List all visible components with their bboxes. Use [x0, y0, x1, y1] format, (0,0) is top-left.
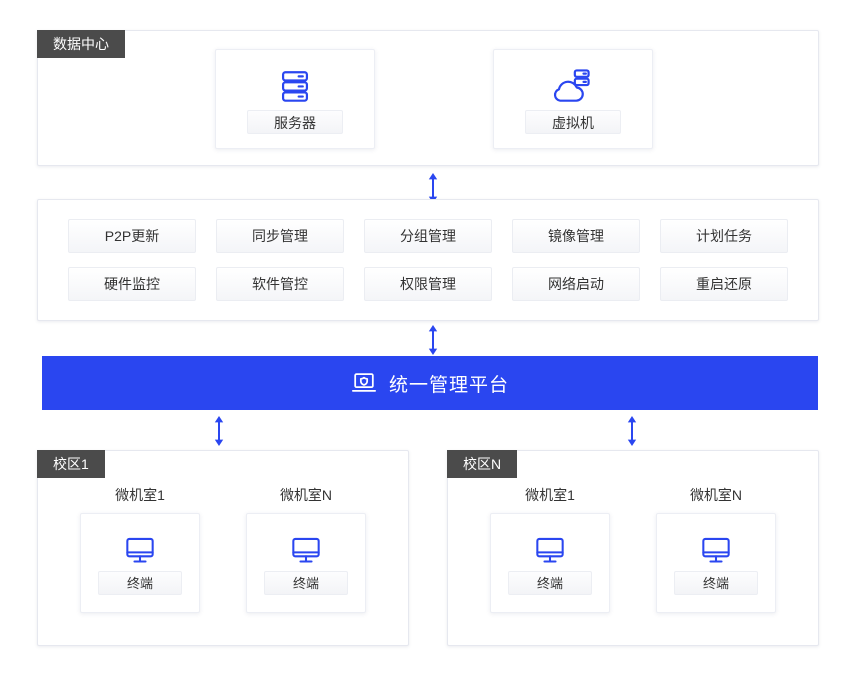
campus-1-room-1-label: 终端	[98, 571, 182, 595]
feature-tag-image-management[interactable]: 镜像管理	[512, 219, 640, 253]
campus-1-room-1-title: 微机室1	[115, 487, 165, 503]
data-center-card-virtual-machine[interactable]: 虚拟机	[493, 49, 653, 149]
platform-title: 统一管理平台	[388, 374, 509, 396]
campus-1-room-1: 微机室1 终端	[80, 485, 200, 613]
campus-n-room-1-title: 微机室1	[525, 487, 575, 503]
feature-row-1: P2P更新 同步管理 分组管理 镜像管理 计划任务	[68, 219, 788, 253]
unified-management-platform-bar[interactable]: 统一管理平台	[42, 356, 818, 410]
campus-n-room-n: 微机室N 终端	[656, 485, 776, 613]
campus-1-panel: 校区1 微机室1 终端 微机室N	[37, 450, 409, 646]
feature-tag-group-management[interactable]: 分组管理	[364, 219, 492, 253]
monitor-icon	[287, 531, 325, 569]
virtual-machine-cloud-icon	[551, 64, 595, 108]
connector-platform-to-campus-n-icon	[624, 414, 640, 448]
campus-n-room-1-label: 终端	[508, 571, 592, 595]
campus-n-room-1-card[interactable]: 终端	[490, 513, 610, 613]
laptop-shield-icon	[351, 370, 377, 396]
campus-n-panel: 校区N 微机室1 终端 微机室N	[447, 450, 819, 646]
campus-n-room-n-title: 微机室N	[689, 487, 743, 503]
feature-tag-scheduled-task[interactable]: 计划任务	[660, 219, 788, 253]
server-card-label: 服务器	[247, 110, 343, 134]
campus-n-room-1: 微机室1 终端	[490, 485, 610, 613]
campus-n-chip-label: 校区N	[447, 450, 518, 478]
data-center-card-server[interactable]: 服务器	[215, 49, 375, 149]
campus-1-rooms: 微机室1 终端 微机室N	[38, 485, 408, 613]
data-center-chip-label: 数据中心	[37, 30, 125, 58]
campus-1-room-n: 微机室N 终端	[246, 485, 366, 613]
server-icon	[273, 64, 317, 108]
campus-1-room-1-card[interactable]: 终端	[80, 513, 200, 613]
feature-grid-panel: P2P更新 同步管理 分组管理 镜像管理 计划任务 硬件监控 软件管控 权限管理…	[37, 199, 819, 321]
campus-1-chip-label: 校区1	[37, 450, 105, 478]
feature-tag-software-control[interactable]: 软件管控	[216, 267, 344, 301]
campus-n-room-n-label: 终端	[674, 571, 758, 595]
campus-n-rooms: 微机室1 终端 微机室N	[448, 485, 818, 613]
campus-1-room-n-card[interactable]: 终端	[246, 513, 366, 613]
campus-n-room-n-card[interactable]: 终端	[656, 513, 776, 613]
feature-tag-network-boot[interactable]: 网络启动	[512, 267, 640, 301]
monitor-icon	[121, 531, 159, 569]
campus-1-room-n-label: 终端	[264, 571, 348, 595]
virtual-machine-card-label: 虚拟机	[525, 110, 621, 134]
feature-tag-p2p-update[interactable]: P2P更新	[68, 219, 196, 253]
connector-features-to-platform-icon	[425, 323, 441, 357]
feature-tag-reboot-restore[interactable]: 重启还原	[660, 267, 788, 301]
data-center-panel: 数据中心 服务器	[37, 30, 819, 166]
feature-row-2: 硬件监控 软件管控 权限管理 网络启动 重启还原	[68, 267, 788, 301]
campus-1-room-n-title: 微机室N	[279, 487, 333, 503]
monitor-icon	[531, 531, 569, 569]
feature-tag-hardware-monitor[interactable]: 硬件监控	[68, 267, 196, 301]
monitor-icon	[697, 531, 735, 569]
feature-tag-sync-management[interactable]: 同步管理	[216, 219, 344, 253]
feature-tag-permission-management[interactable]: 权限管理	[364, 267, 492, 301]
connector-platform-to-campus-1-icon	[211, 414, 227, 448]
